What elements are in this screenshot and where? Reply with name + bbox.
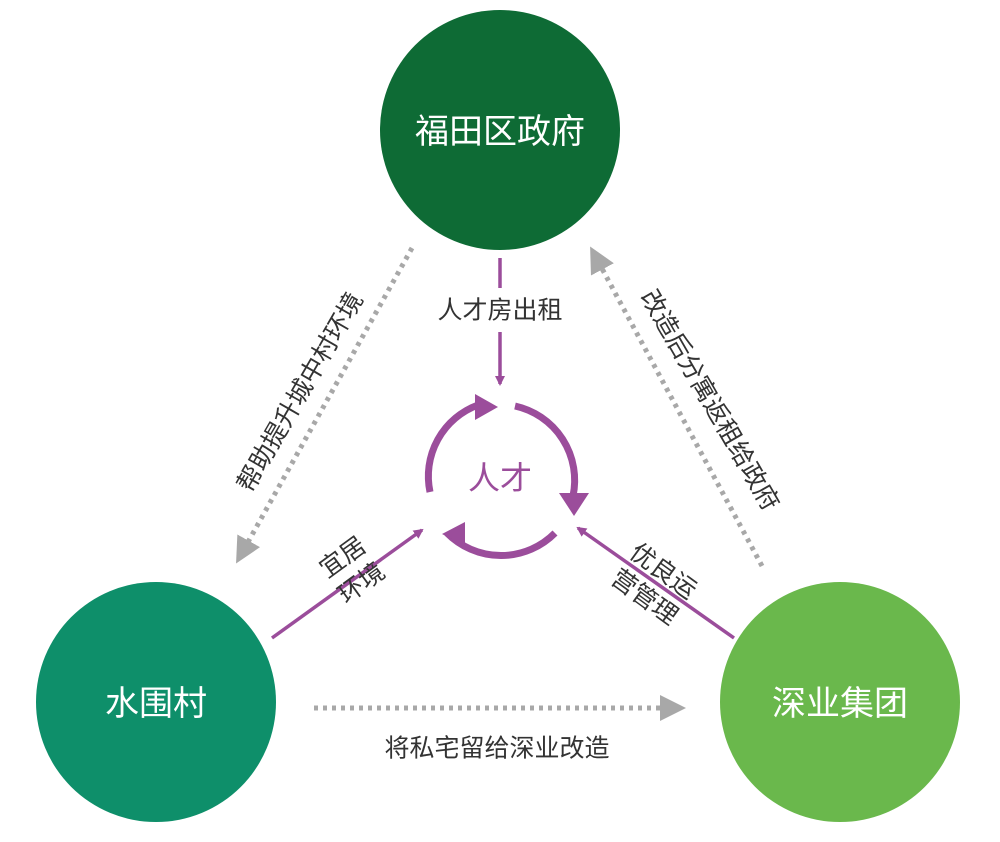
node-shuiwei-label: 水围村 [105,684,207,724]
label-houses-for-renovation: 将私宅留给深业改造 [384,734,609,763]
center-talent-label: 人才 [468,459,532,497]
node-futian-government: 福田区政府 [380,10,620,250]
label-talent-housing-rental: 人才房出租 [437,296,562,325]
node-shenye-label: 深业集团 [772,684,908,724]
label-leaseback-to-government: 改造后分寓返租给政府 [635,284,785,515]
node-futian-label: 福田区政府 [415,112,585,152]
label-improve-village-environment: 帮助提升城中村环境 [231,287,369,496]
node-shuiwei-village: 水围村 [36,582,276,822]
flow-shuiwei-to-center-arrow [270,528,424,640]
flow-shenye-to-center-arrow [576,526,736,640]
flow-shenye-to-futian-arrow [589,246,765,568]
talent-cycle-arrowheads [442,394,589,546]
node-shenye-group: 深业集团 [720,582,960,822]
flow-futian-to-shuiwei-arrow [235,246,415,564]
